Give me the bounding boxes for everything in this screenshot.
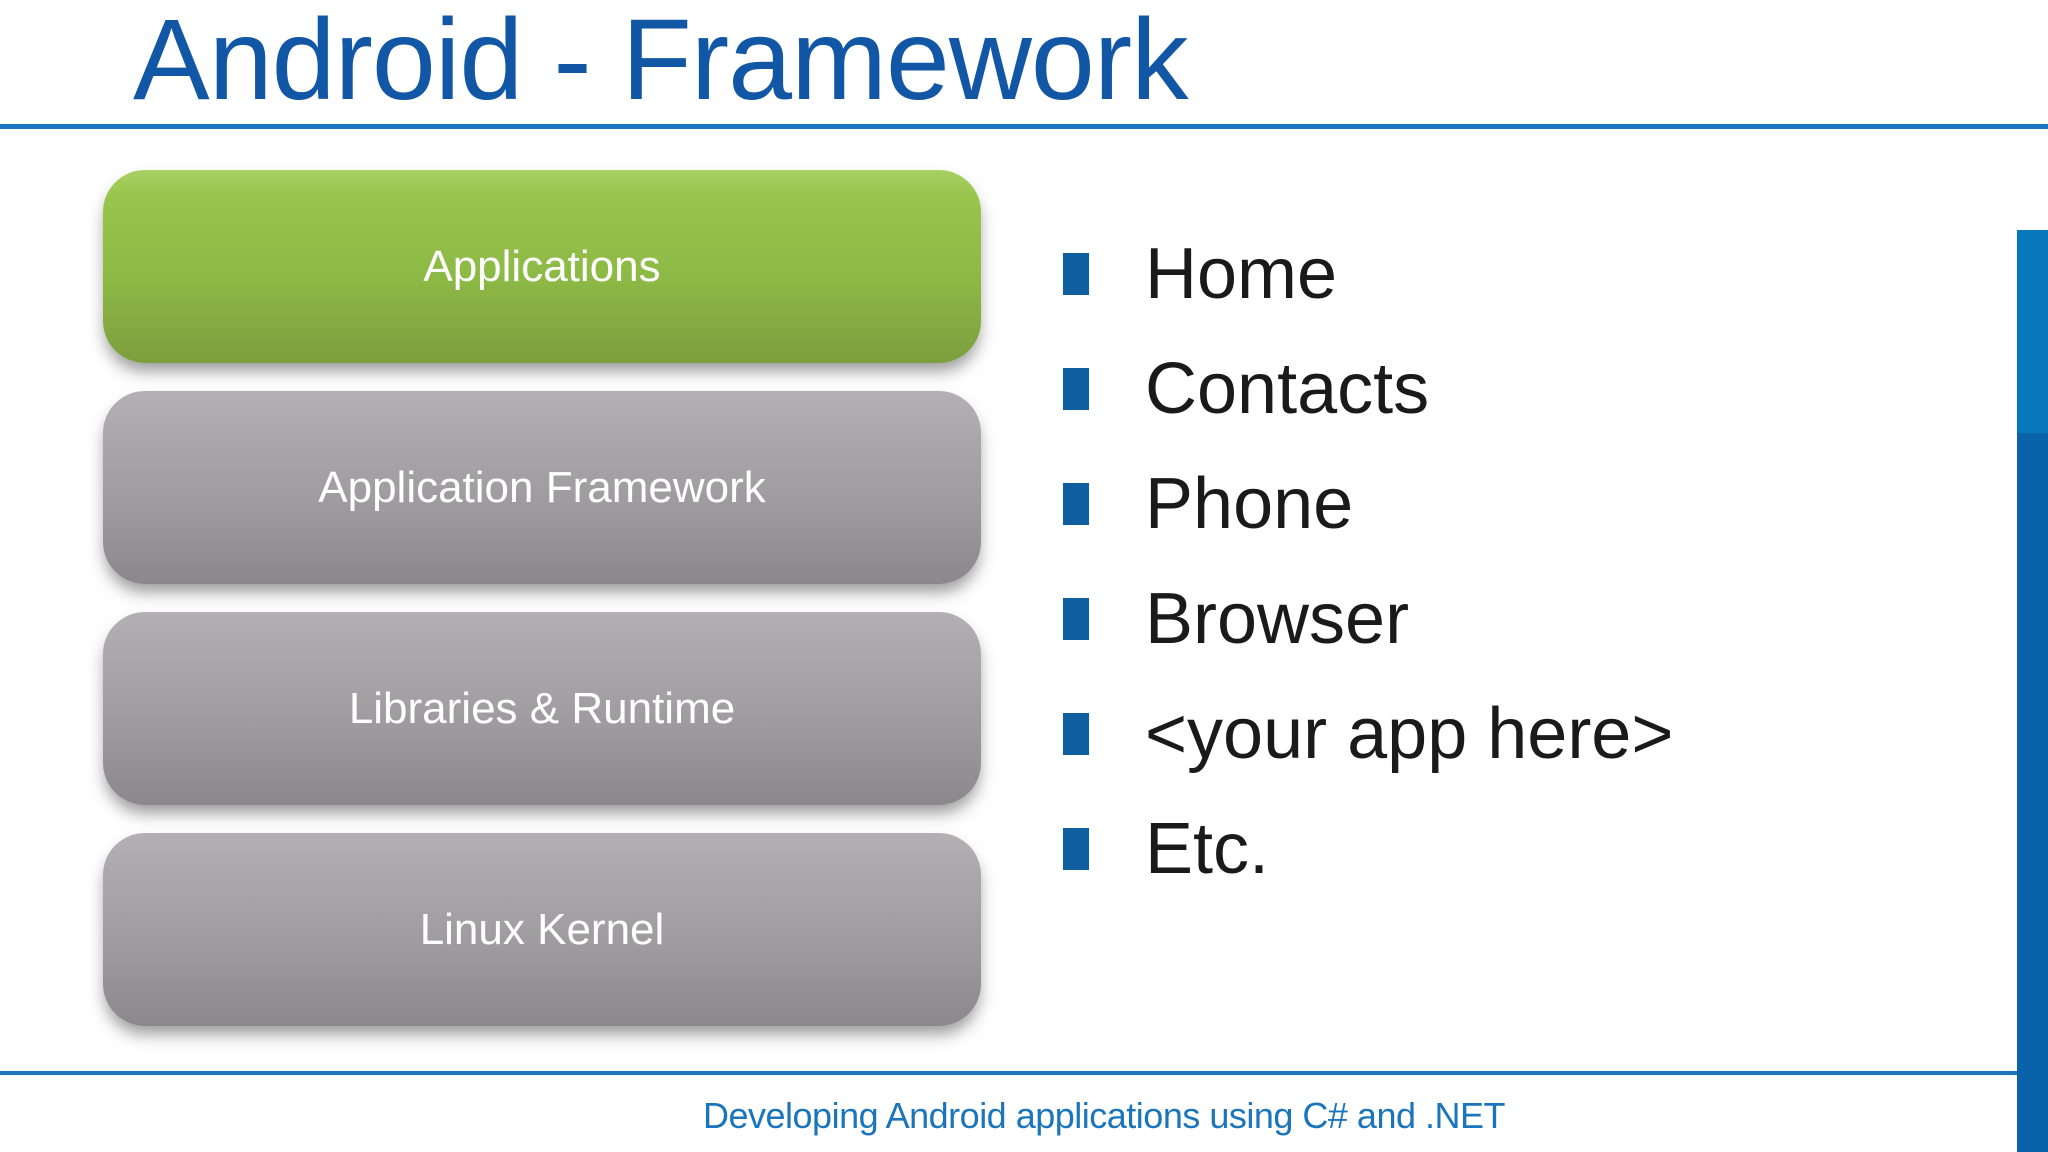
title-divider bbox=[0, 124, 2048, 129]
list-item: Contacts bbox=[1063, 331, 1673, 446]
list-item: <your app here> bbox=[1063, 676, 1673, 791]
bullet-text: Etc. bbox=[1145, 808, 1270, 889]
stack-layer-applications: Applications bbox=[103, 170, 981, 363]
list-item: Browser bbox=[1063, 561, 1673, 676]
right-accent-bar bbox=[2017, 230, 2048, 1152]
list-item: Etc. bbox=[1063, 791, 1673, 906]
bullet-square-icon bbox=[1063, 712, 1089, 755]
layer-label: Libraries & Runtime bbox=[348, 683, 736, 733]
stack-layer-application-framework: Application Framework bbox=[103, 391, 981, 584]
bullet-square-icon bbox=[1063, 597, 1089, 640]
footer-divider bbox=[0, 1071, 2017, 1075]
stack-layer-linux-kernel: Linux Kernel bbox=[103, 833, 981, 1026]
bullet-text: Browser bbox=[1145, 578, 1410, 659]
bullet-square-icon bbox=[1063, 252, 1089, 295]
bullet-square-icon bbox=[1063, 482, 1089, 525]
bullet-square-icon bbox=[1063, 367, 1089, 410]
right-accent-bar-top-segment bbox=[2017, 230, 2048, 433]
bullet-text: <your app here> bbox=[1145, 693, 1674, 774]
bullet-text: Home bbox=[1145, 233, 1338, 314]
layer-label: Applications bbox=[423, 241, 661, 291]
bullet-text: Phone bbox=[1145, 463, 1354, 544]
right-accent-bar-bottom-segment bbox=[2017, 433, 2048, 1152]
bullet-text: Contacts bbox=[1145, 348, 1430, 429]
bullet-square-icon bbox=[1063, 827, 1089, 870]
footer-text: Developing Android applications using C#… bbox=[702, 1095, 1506, 1136]
stack-layer-libraries-runtime: Libraries & Runtime bbox=[103, 612, 981, 805]
framework-stack-diagram: Applications Application Framework Libra… bbox=[103, 170, 981, 1054]
page-title: Android - Framework bbox=[133, 0, 1189, 124]
bullet-list: Home Contacts Phone Browser <your app he… bbox=[1063, 216, 1673, 906]
list-item: Home bbox=[1063, 216, 1673, 331]
list-item: Phone bbox=[1063, 446, 1673, 561]
layer-label: Application Framework bbox=[318, 462, 766, 512]
layer-label: Linux Kernel bbox=[419, 904, 665, 954]
